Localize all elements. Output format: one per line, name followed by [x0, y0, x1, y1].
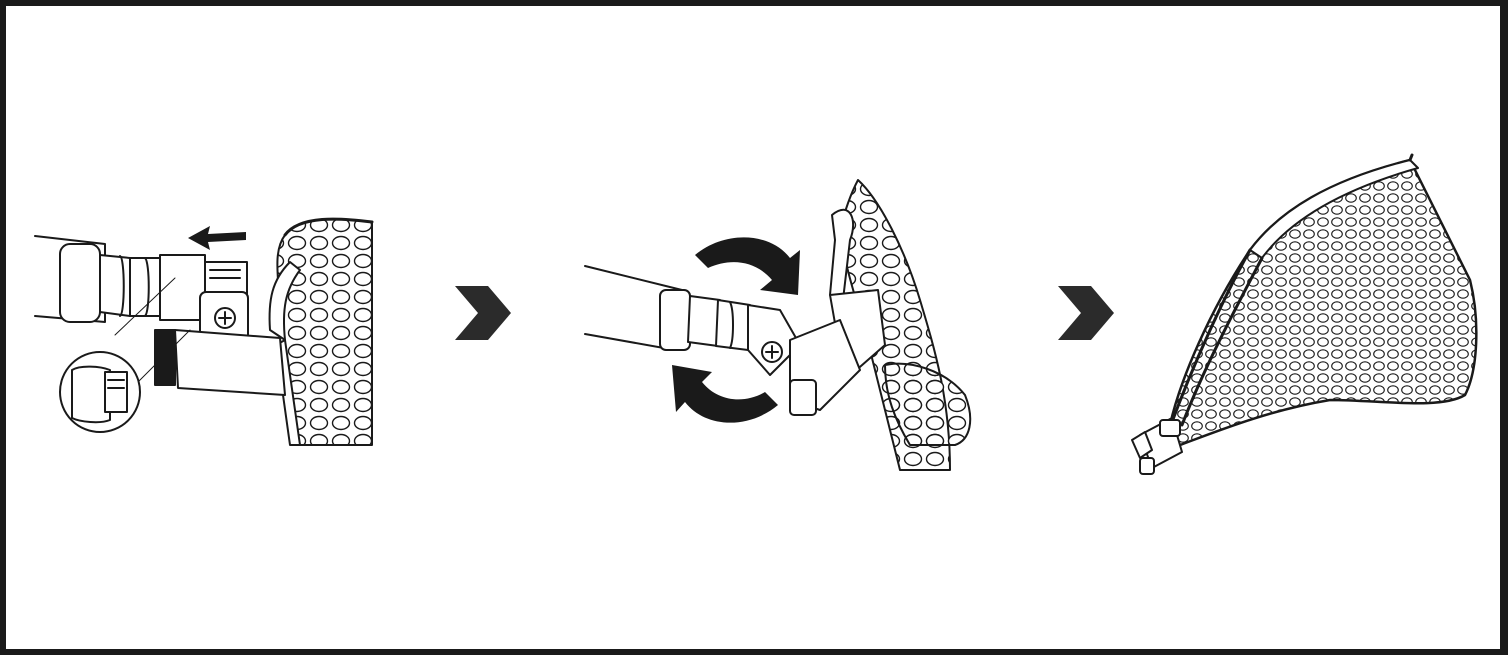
arrow-left-icon	[188, 226, 246, 250]
chevron-right-icon	[1058, 286, 1114, 340]
net-icon	[1170, 155, 1476, 445]
chevron-right-icon	[455, 286, 511, 340]
step-3-illustration	[1132, 155, 1476, 474]
step-1-illustration	[35, 219, 372, 445]
step-2-illustration	[585, 180, 970, 470]
